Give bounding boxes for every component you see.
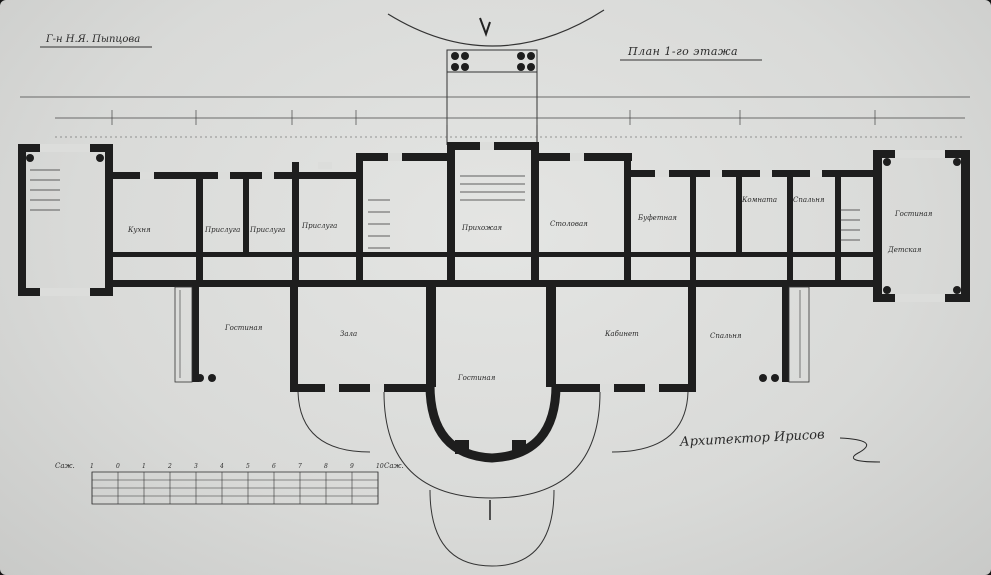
scale-tick-label: 4 [219, 463, 224, 470]
scale-end-label: Саж. [384, 462, 404, 470]
room-label: Прислуга [249, 226, 285, 234]
plan-title: План 1-го этажа [628, 45, 739, 58]
room-label: Прислуга [204, 226, 240, 234]
scale-tick-label: 9 [350, 463, 354, 470]
scale-label: Саж. [55, 462, 75, 470]
scale-tick-label: 3 [194, 463, 198, 470]
scale-tick-label: 5 [246, 463, 250, 470]
signature-text: Архитектор Ирисов [678, 427, 825, 450]
room-label: Зала [340, 330, 357, 338]
scale-tick-label: 6 [272, 463, 276, 470]
room-label: Буфетная [637, 214, 677, 222]
scale-tick-label: 7 [298, 463, 302, 470]
room-label: Гостиная [894, 210, 933, 218]
room-label: Кабинет [604, 330, 639, 338]
room-label: Спальня [793, 196, 825, 204]
scale-tick-label: 2 [167, 463, 172, 470]
scale-tick-label: 1 [90, 463, 94, 470]
owner-caption: Г-н Н.Я. Пыпцова [46, 34, 141, 45]
room-label: Прихожая [461, 224, 502, 232]
room-label: Гостиная [457, 374, 496, 382]
scale-tick-label: 10 [376, 463, 384, 470]
room-label: Кухня [127, 226, 151, 234]
scale-tick-label: 8 [324, 463, 328, 470]
scale-tick-label: 1 [142, 463, 146, 470]
architect-signature: Архитектор Ирисов [678, 427, 881, 463]
room-label: Комната [741, 196, 777, 204]
room-label: Детская [887, 246, 922, 254]
room-label: Спальня [710, 332, 742, 340]
room-label: Прислуга [301, 222, 337, 230]
scale-tick-label: 0 [116, 463, 120, 470]
room-label: Столовая [550, 220, 588, 228]
room-label: Гостиная [224, 324, 263, 332]
